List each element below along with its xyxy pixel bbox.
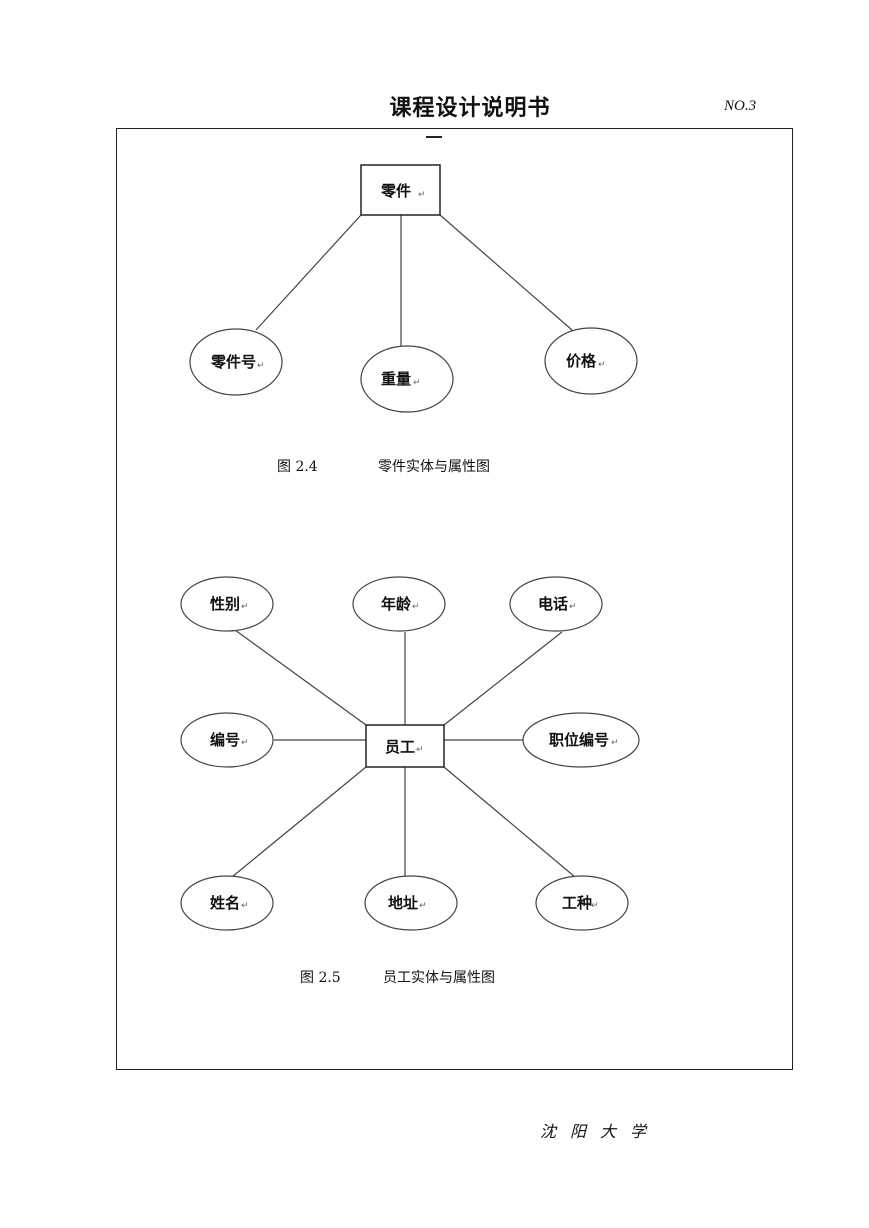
return-mark: ↵: [418, 190, 426, 200]
entity-label-part: 零件: [380, 182, 411, 200]
return-mark: ↵: [412, 602, 420, 612]
attribute-ellipse-name: [180, 875, 274, 931]
attribute-label-work-type: 工种: [562, 894, 592, 912]
attribute-label-gender: 性别: [210, 595, 240, 613]
caption-text: 零件实体与属性图: [378, 459, 490, 475]
connector-gender: [234, 629, 367, 726]
connector-part-number: [255, 214, 362, 331]
page-number: NO.3: [724, 98, 757, 114]
attribute-ellipse-phone: [509, 576, 603, 632]
attribute-label-part-price: 价格: [566, 352, 597, 370]
page-title: 课程设计说明书: [389, 96, 551, 121]
attribute-label-id: 编号: [210, 731, 240, 749]
er-labels-part: 零件 零件号 重量 价格 ↵ ↵ ↵ ↵: [210, 182, 606, 388]
return-mark: ↵: [413, 378, 421, 388]
caption-text: 员工实体与属性图: [383, 970, 495, 986]
caption-number: 图 2.5: [300, 970, 341, 986]
attribute-label-part-number: 零件号: [210, 353, 256, 371]
er-labels-employee: 员工 性别 年龄 电话 编号 职位编号 姓名 地址 工种 ↵ ↵ ↵ ↵ ↵ ↵…: [210, 595, 619, 912]
attribute-ellipse-gender: [180, 576, 274, 632]
attribute-ellipse-id: [180, 712, 274, 768]
attribute-ellipse-part-price: [544, 327, 638, 395]
return-mark: ↵: [611, 738, 619, 748]
attribute-ellipse-work-type: [535, 875, 629, 931]
content-frame: [116, 128, 793, 1070]
return-mark: ↵: [598, 360, 606, 370]
return-mark: ↵: [241, 738, 249, 748]
er-diagram-part: [189, 164, 638, 413]
return-mark: ↵: [241, 602, 249, 612]
attribute-ellipse-part-weight: [360, 345, 454, 413]
attribute-ellipse-position-id: [522, 712, 640, 768]
entity-box-part: [360, 164, 441, 216]
attribute-label-age: 年龄: [381, 595, 412, 613]
connector-part-price: [439, 214, 573, 331]
entity-label-employee: 员工: [385, 738, 415, 756]
attribute-ellipse-age: [352, 576, 446, 632]
return-mark: ↵: [591, 901, 599, 911]
attribute-label-position-id: 职位编号: [549, 731, 609, 749]
connector-phone: [443, 631, 563, 726]
attribute-label-part-weight: 重量: [381, 370, 411, 388]
return-mark: ↵: [241, 901, 249, 911]
return-mark: ↵: [419, 901, 427, 911]
attribute-label-address: 地址: [388, 894, 418, 912]
attribute-ellipse-part-number: [189, 328, 283, 396]
er-diagram-employee: [180, 576, 640, 931]
entity-box-employee: [365, 724, 445, 768]
connector-work-type: [443, 766, 576, 878]
footer-university: 沈阳大学: [540, 1122, 661, 1141]
attribute-ellipse-address: [364, 875, 458, 931]
attribute-label-name: 姓名: [210, 894, 240, 912]
return-mark: ↵: [257, 361, 265, 371]
attribute-label-phone: 电话: [538, 595, 568, 613]
return-mark: ↵: [569, 602, 577, 612]
return-mark: ↵: [416, 745, 424, 755]
connector-name: [231, 766, 367, 878]
caption-number: 图 2.4: [277, 459, 318, 475]
dash-mark: [426, 136, 442, 138]
